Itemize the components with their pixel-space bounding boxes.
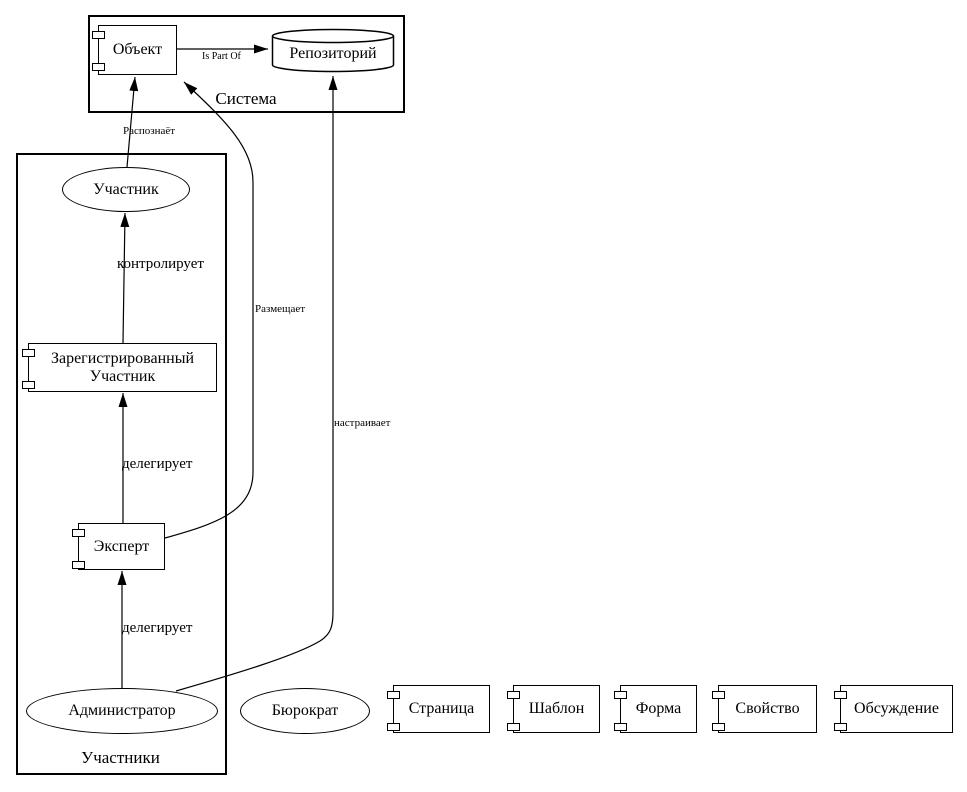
edge-is-part-of-label: Is Part Of (202, 51, 241, 62)
component-tab-icon (507, 691, 520, 699)
node-participant-label: Участник (93, 180, 159, 198)
component-tab-icon (712, 723, 725, 731)
cluster-system-label: Система (215, 89, 277, 108)
node-discussion: Обсуждение (834, 685, 953, 733)
node-property: Свойство (712, 685, 817, 733)
cluster-participants-label: Участники (81, 748, 160, 767)
edge-places-label: Размещает (255, 303, 306, 315)
component-tab-icon (712, 691, 725, 699)
node-participant: Участник (62, 167, 190, 212)
component-tab-icon (387, 723, 400, 731)
node-repository: Репозиторий (271, 28, 395, 73)
node-administrator-label: Администратор (68, 702, 176, 720)
component-tab-icon (834, 691, 847, 699)
edge-delegates-expert-label: делегирует (122, 456, 193, 472)
node-page: Страница (387, 685, 490, 733)
component-tab-icon (507, 723, 520, 731)
node-repository-label: Репозиторий (289, 44, 377, 62)
component-tab-icon (614, 691, 627, 699)
component-tab-icon (22, 349, 35, 357)
cylinder-icon (271, 28, 395, 73)
node-object-label: Объект (112, 41, 163, 59)
component-tab-icon (614, 723, 627, 731)
edge-recognizes-label: Распознаёт (123, 125, 176, 137)
node-discussion-label: Обсуждение (854, 700, 939, 718)
node-expert: Эксперт (72, 523, 165, 570)
node-administrator: Администратор (26, 688, 218, 734)
component-tab-icon (387, 691, 400, 699)
node-registered-participant-label: Зарегистрированный Участник (50, 349, 195, 385)
component-tab-icon (834, 723, 847, 731)
node-page-label: Страница (408, 700, 475, 718)
edge-configures-label: настраивает (334, 417, 391, 429)
node-bureaucrat-label: Бюрократ (271, 702, 339, 720)
node-form: Форма (614, 685, 697, 733)
component-tab-icon (92, 63, 105, 71)
node-form-label: Форма (635, 700, 682, 718)
edge-controls-label: контролирует (117, 256, 204, 272)
node-template: Шаблон (507, 685, 600, 733)
node-bureaucrat: Бюрократ (240, 688, 370, 734)
node-object: Объект (92, 25, 177, 75)
node-registered-participant: Зарегистрированный Участник (22, 343, 217, 392)
component-tab-icon (92, 31, 105, 39)
component-tab-icon (22, 381, 35, 389)
node-property-label: Свойство (735, 700, 800, 718)
component-tab-icon (72, 529, 85, 537)
component-tab-icon (72, 561, 85, 569)
edge-delegates-admin-label: делегирует (122, 620, 193, 636)
node-template-label: Шаблон (528, 700, 585, 718)
node-expert-label: Эксперт (93, 537, 150, 555)
